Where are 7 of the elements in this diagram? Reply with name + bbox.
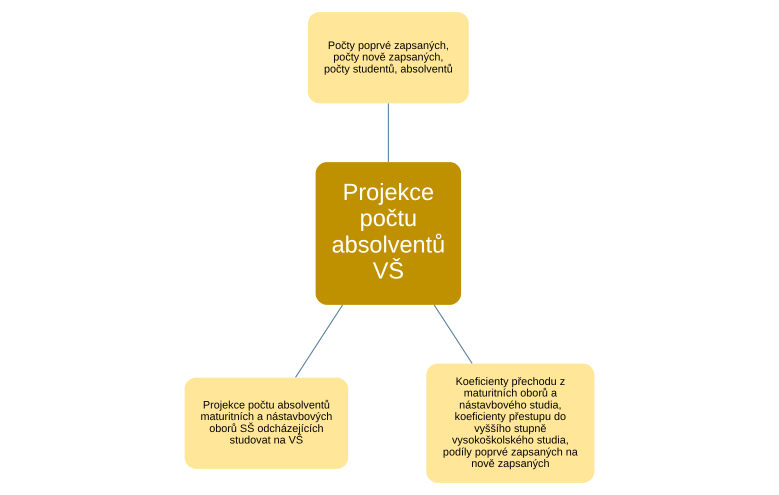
node-box: Koeficienty přechodu z maturitních oborů a nástavbového studia, koeficienty přestupu do vyššího stupně vysokoškolského studia, podíly poprvé zapsaných na nově zapsaných bbox=[426, 364, 594, 483]
connector bbox=[295, 304, 344, 378]
node-box: Počty poprvé zapsaných, počty nově zapsaných, počty studentů, absolventů bbox=[308, 12, 469, 104]
node-box: Projekce počtu absolventů maturitních a nástavbových oborů SŠ odcházejících studovat na VŠ bbox=[184, 378, 348, 469]
node-box: Projekce počtu absolventů VŠ bbox=[316, 162, 462, 305]
connector bbox=[388, 103, 389, 162]
connector bbox=[434, 304, 473, 364]
